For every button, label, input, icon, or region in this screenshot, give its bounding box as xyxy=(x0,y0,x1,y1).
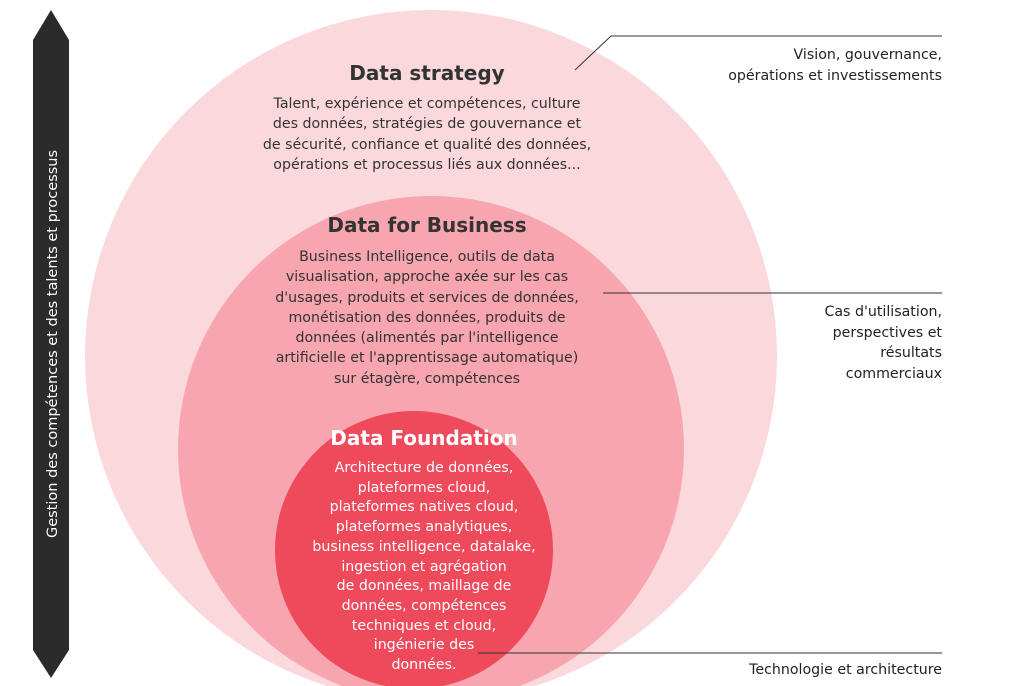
leader-line-top xyxy=(574,35,942,71)
data-foundation-line: plateformes natives cloud, xyxy=(329,499,519,516)
annotation-technology-line: Technologie et architecture xyxy=(749,662,942,678)
annotation-use-cases: Cas d'utilisation, perspectives et résul… xyxy=(824,302,942,384)
data-foundation-line: ingénierie des xyxy=(373,637,475,654)
annotation-vision-line: opérations et investissements xyxy=(728,67,942,84)
data-strategy-line: opérations et processus liés aux données… xyxy=(273,156,581,173)
data-foundation-line: données, compétences xyxy=(341,597,507,614)
data-foundation-description: Architecture de données, plateformes clo… xyxy=(274,459,574,676)
data-for-business-line: artificielle et l'apprentissage automati… xyxy=(275,350,579,367)
annotation-vision: Vision, gouvernance, opérations et inves… xyxy=(728,45,942,86)
data-foundation-title: Data Foundation xyxy=(330,426,518,450)
annotation-use-cases-line: Cas d'utilisation, xyxy=(824,304,942,320)
annotation-vision-line: Vision, gouvernance, xyxy=(793,47,942,63)
data-foundation-line: de données, maillage de xyxy=(336,578,512,595)
data-for-business-line: sur étagère, compétences xyxy=(334,370,520,387)
data-for-business-title: Data for Business xyxy=(327,213,527,237)
annotation-use-cases-line: commerciaux xyxy=(845,365,942,382)
side-bar-label: Gestion des compétences et des talents e… xyxy=(45,150,61,538)
data-strategy-line: Talent, expérience et compétences, cultu… xyxy=(273,96,581,112)
data-for-business-line: données (alimentés par l'intelligence xyxy=(295,330,559,347)
data-foundation-line: business intelligence, datalake, xyxy=(312,538,536,555)
data-foundation-line: plateformes analytiques, xyxy=(335,519,513,536)
data-for-business-line: d'usages, produits et services de donnée… xyxy=(275,289,579,306)
data-strategy-title: Data strategy xyxy=(349,61,505,85)
data-foundation-line: techniques et cloud, xyxy=(351,617,497,634)
inner-circle-data-foundation xyxy=(275,411,553,686)
data-for-business-line: visualisation, approche axée sur les cas xyxy=(285,269,569,286)
side-double-arrow xyxy=(33,10,69,678)
data-foundation-line: ingestion et agrégation xyxy=(341,558,507,575)
data-for-business-description: Business Intelligence, outils de data vi… xyxy=(212,247,642,389)
data-foundation-line: plateformes cloud, xyxy=(357,479,491,496)
data-foundation-line: données. xyxy=(391,657,457,674)
annotation-technology: Technologie et architecture xyxy=(749,660,942,681)
annotation-use-cases-line: perspectives et xyxy=(832,324,942,341)
data-for-business-line: Business Intelligence, outils de data xyxy=(299,249,555,265)
data-for-business-line: monétisation des données, produits de xyxy=(288,309,566,326)
data-strategy-description: Talent, expérience et compétences, cultu… xyxy=(212,94,642,175)
data-foundation-line: Architecture de données, xyxy=(334,460,514,476)
data-strategy-line: de sécurité, confiance et qualité des do… xyxy=(262,136,592,153)
data-strategy-line: des données, stratégies de gouvernance e… xyxy=(272,116,582,133)
annotation-use-cases-line: résultats xyxy=(880,345,942,361)
